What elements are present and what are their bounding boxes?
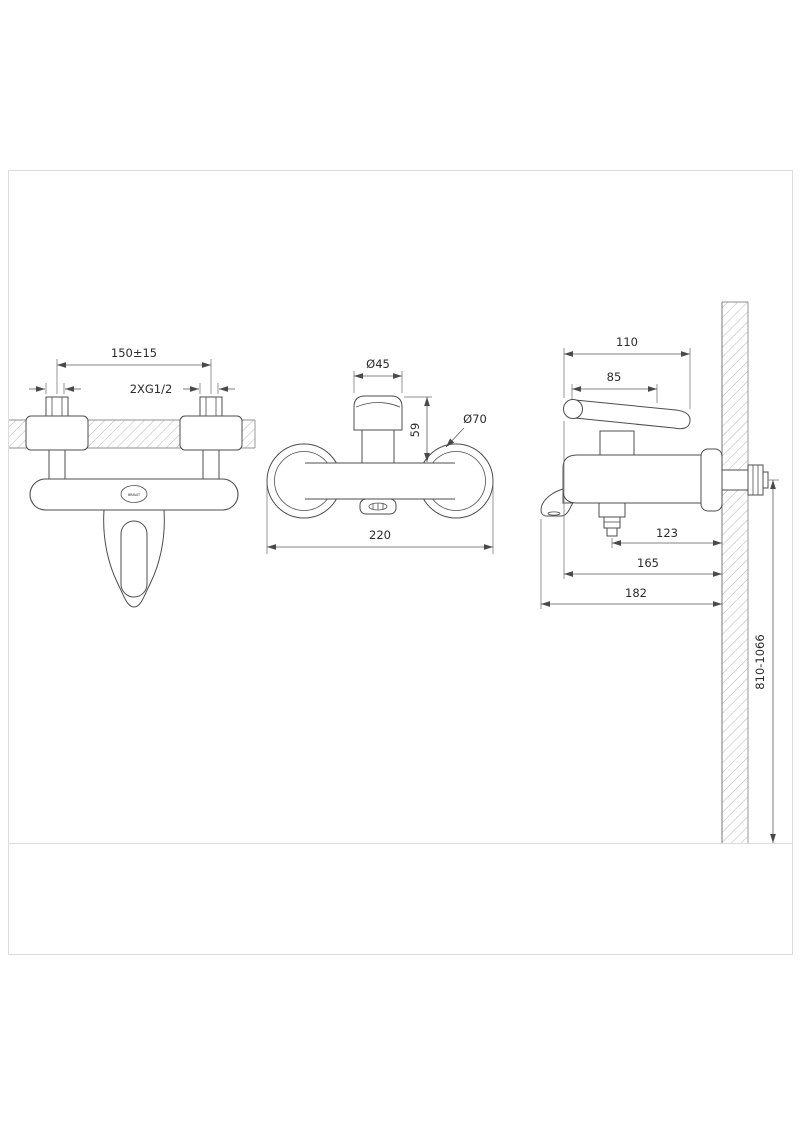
dimension-mounting-distance: 150±15 [56, 346, 212, 394]
dim-text-height: 810-1066 [753, 634, 767, 689]
dim-text-59: 59 [408, 423, 422, 438]
dim-text-70: Ø70 [463, 412, 487, 426]
spout-side [540, 488, 574, 517]
dim-text-85: 85 [607, 370, 622, 384]
dim-text-182: 182 [625, 586, 647, 600]
center-view: Ø45 59 Ø70 220 [266, 357, 494, 554]
dim-text-45: Ø45 [366, 357, 390, 371]
handle-cap [353, 395, 403, 431]
mixer-body-side [562, 454, 702, 504]
dim-text-thread: 2XG1/2 [130, 382, 173, 396]
dim-text-150: 150±15 [111, 346, 157, 360]
mixer-body-center-mask [305, 463, 455, 499]
shower-outlet [598, 502, 626, 537]
loop-handle-slot [120, 520, 148, 598]
wall-pipe [721, 469, 749, 491]
aerator [368, 502, 388, 511]
dimension-escutcheon-diameter: Ø70 [445, 412, 487, 448]
dim-text-123: 123 [656, 526, 678, 540]
front-view: BRAVAT 150±15 2XG1/2 [9, 346, 256, 608]
wall-flange-side [700, 448, 723, 512]
dimension-reach-165: 165 [563, 421, 722, 579]
dimension-installation-height: 810-1066 [753, 479, 779, 843]
inlet-nut-left [45, 396, 69, 417]
dimension-handle-diameter: Ø45 [353, 357, 403, 393]
dimension-reach-182: 182 [540, 519, 722, 609]
side-view: 110 85 123 165 182 [540, 301, 779, 843]
pipe-nut [747, 464, 764, 496]
drawing-border [8, 170, 793, 955]
dim-text-220: 220 [369, 528, 391, 542]
connector-tube-right [202, 449, 220, 480]
brand-logo-text: BRAVAT [128, 493, 140, 497]
lever-handle-side [565, 399, 691, 430]
handle-cap-curve [355, 402, 401, 408]
escutcheon-right [179, 415, 243, 451]
dimension-overall-width: 220 [266, 484, 494, 554]
dim-text-110: 110 [616, 335, 638, 349]
dim-text-165: 165 [637, 556, 659, 570]
brand-logo-ellipse [120, 485, 148, 503]
inlet-nut-right [199, 396, 223, 417]
wall-hatch-side [722, 302, 748, 843]
dimension-depth-85: 85 [571, 370, 658, 403]
dimension-handle-height: 59 [404, 396, 432, 462]
dimension-depth-110: 110 [563, 335, 691, 409]
connector-tube-left [48, 449, 66, 480]
escutcheon-left [25, 415, 89, 451]
lever-knob [563, 399, 583, 419]
dimension-reach-123: 123 [611, 526, 722, 548]
dimension-thread-callout: 2XG1/2 [29, 382, 235, 396]
cartridge-side [599, 430, 635, 456]
spout-outlet [547, 511, 561, 516]
handle-stem [361, 427, 395, 464]
pipe-stub [762, 471, 769, 489]
